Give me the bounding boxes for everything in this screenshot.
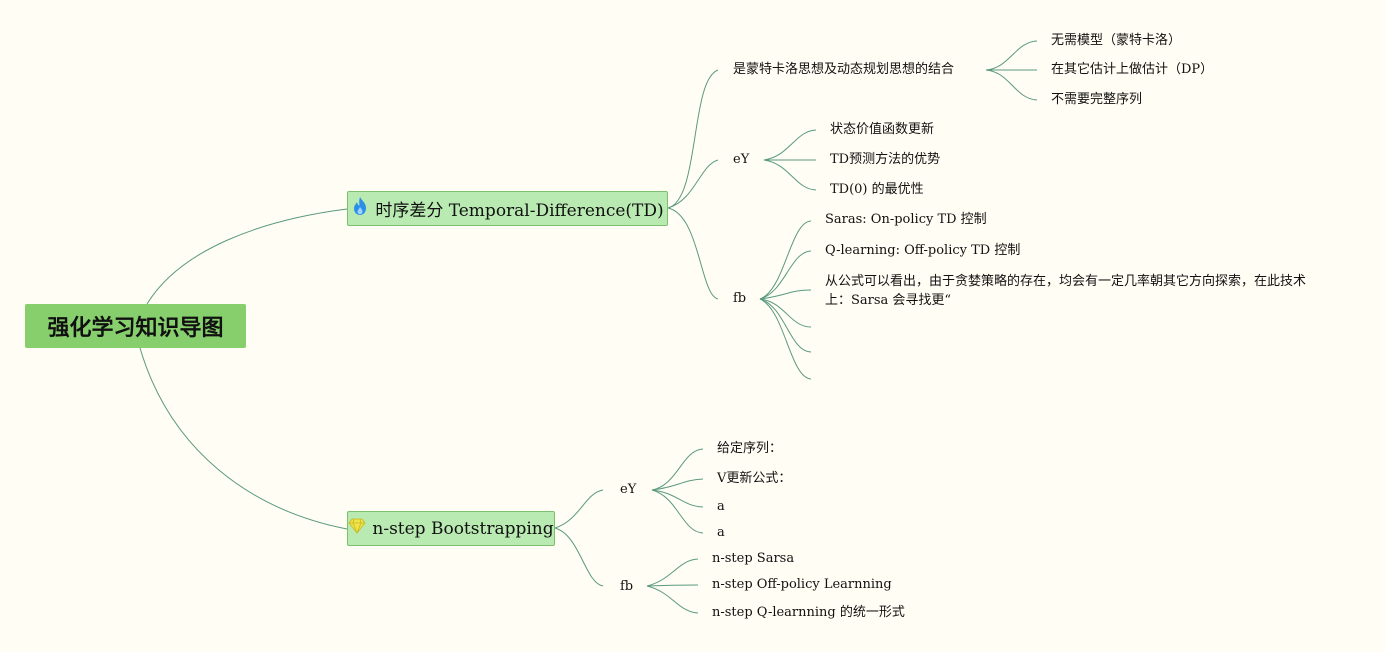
nstep-fb-item[interactable]: n-step Sarsa (712, 551, 795, 566)
topic-nstep-label: n-step Bootstrapping (372, 518, 554, 539)
connector-nstep-fb-item-2 (646, 585, 699, 614)
td-intro-item[interactable]: 在其它估计上做估计（DP） (1051, 62, 1214, 77)
gem-icon (348, 518, 366, 539)
connector-intro-item-0 (985, 40, 1038, 71)
td-fb-item[interactable]: 从公式可以看出，由于贪婪策略的存在，均会有一定几率朝其它方向探索，在此技术上：S… (825, 274, 1307, 308)
nstep-fb-item[interactable]: n-step Off-policy Learnning (712, 577, 892, 592)
connector-td-ey (667, 159, 719, 209)
nstep-ey-node[interactable]: eY (620, 482, 637, 497)
connector-nstep-ey (554, 489, 604, 529)
td-ey-item[interactable]: TD预测方法的优势 (830, 152, 941, 167)
connector-td-ey-item-2 (763, 159, 817, 191)
td-intro-item[interactable]: 不需要完整序列 (1051, 92, 1143, 107)
connector-td-fb-item-1 (759, 250, 812, 300)
connector-intro-item-2 (985, 69, 1038, 101)
connector-nstep-ey-item-0 (651, 448, 704, 491)
nstep-ey-item[interactable]: a (717, 499, 725, 514)
topic-td-label: 时序差分 Temporal-Difference(TD) (375, 201, 664, 221)
td-fb-item[interactable]: Q-learning: Off-policy TD 控制 (825, 243, 1021, 258)
connector-td-fb-item-0 (759, 220, 812, 300)
connector-nstep-ey-item-2 (651, 489, 704, 508)
td-intro-node[interactable]: 是蒙特卡洛思想及动态规划思想的结合 (733, 62, 955, 77)
connector-td-ey-item-0 (763, 129, 817, 161)
topic-td[interactable]: 时序差分 Temporal-Difference(TD) (347, 191, 668, 226)
connector-nstep-fb-item-1 (646, 584, 699, 587)
td-ey-item[interactable]: 状态价值函数更新 (830, 122, 935, 137)
root-topic[interactable]: 强化学习知识导图 (25, 304, 246, 348)
connector-root-td (146, 208, 348, 305)
nstep-ey-item[interactable]: V更新公式： (717, 471, 792, 486)
nstep-ey-item[interactable]: 给定序列： (717, 441, 783, 456)
td-fb-item[interactable]: Saras: On-policy TD 控制 (825, 212, 987, 227)
nstep-fb-item[interactable]: n-step Q-learnning 的统一形式 (712, 605, 905, 620)
connector-td-fb-item-5 (759, 298, 812, 380)
td-fb-node[interactable]: fb (733, 291, 747, 306)
td-intro-item[interactable]: 无需模型（蒙特卡洛） (1051, 33, 1182, 48)
connector-td-intro (667, 69, 719, 209)
flame-icon (351, 196, 369, 221)
connector-nstep-fb (554, 527, 604, 587)
connector-nstep-ey-item-3 (651, 489, 704, 534)
td-ey-item[interactable]: TD(0) 的最优性 (830, 182, 924, 197)
connector-td-fb-item-2 (759, 289, 812, 300)
connector-root-nstep (139, 347, 348, 530)
nstep-fb-node[interactable]: fb (620, 579, 634, 594)
nstep-ey-item[interactable]: a (717, 525, 725, 540)
connector-nstep-fb-item-0 (646, 558, 699, 587)
topic-nstep[interactable]: n-step Bootstrapping (347, 511, 555, 546)
td-ey-node[interactable]: eY (733, 152, 750, 167)
connector-td-fb-item-3 (759, 298, 812, 328)
connector-nstep-ey-item-1 (651, 478, 704, 491)
connector-td-fb (667, 207, 719, 300)
connector-td-fb-item-4 (759, 298, 812, 353)
